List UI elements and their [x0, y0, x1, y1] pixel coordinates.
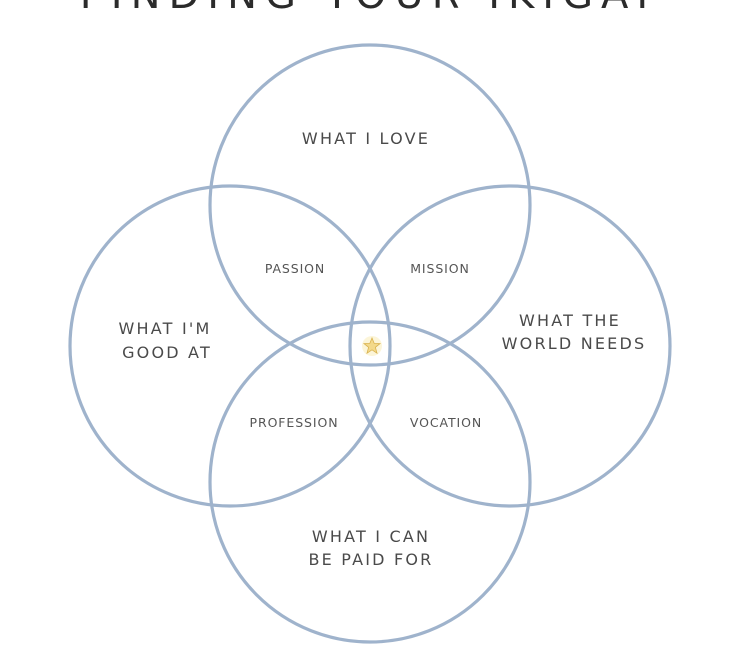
- page-title: FINDING YOUR IKIGAI: [80, 0, 656, 18]
- label-mission: MISSION: [410, 261, 470, 276]
- label-what-i-love: WHAT I LOVE: [302, 129, 430, 148]
- label-what-im-good-at-line2: GOOD AT: [122, 343, 212, 362]
- circle-what-i-can-be-paid-for: [208, 320, 532, 644]
- label-vocation: VOCATION: [410, 415, 482, 430]
- label-what-i-can-be-paid-for-line1: WHAT I CAN: [312, 527, 430, 546]
- label-what-the-world-needs-line2: WORLD NEEDS: [502, 334, 647, 353]
- label-what-i-can-be-paid-for-line2: BE PAID FOR: [309, 550, 434, 569]
- label-what-im-good-at-line1: WHAT I'M: [119, 319, 212, 338]
- star-icon: [362, 336, 382, 356]
- label-passion: PASSION: [265, 261, 325, 276]
- circle-what-the-world-needs: [348, 184, 672, 508]
- label-what-the-world-needs-line1: WHAT THE: [519, 311, 621, 330]
- label-profession: PROFESSION: [250, 415, 339, 430]
- circle-what-im-good-at: [68, 184, 392, 508]
- circle-what-i-love: [208, 43, 532, 367]
